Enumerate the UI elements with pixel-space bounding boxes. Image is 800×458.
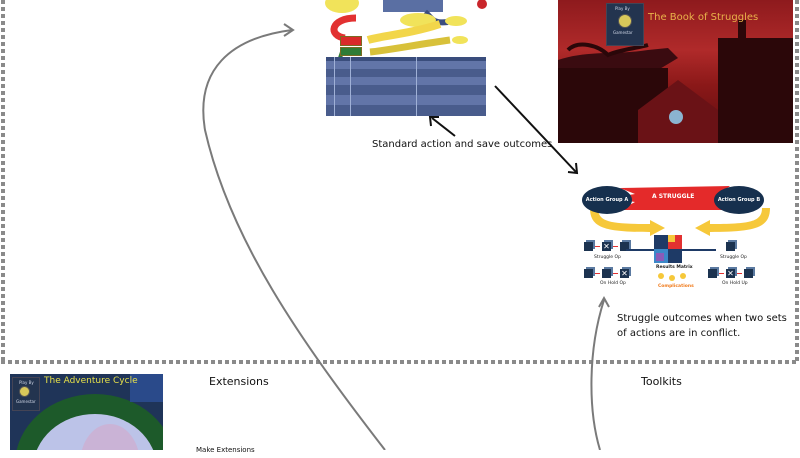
on-hold-op-left-label: On Hold Op xyxy=(600,281,626,286)
action-group-b: Action Group B xyxy=(714,186,764,214)
book-of-struggles-thumbnail[interactable]: Play By Gamestar The Book of Struggles xyxy=(558,0,793,143)
struggle-op-left-label: Struggle Op xyxy=(594,255,621,260)
save-den-box xyxy=(340,47,362,56)
caption-standard-outcomes: Standard action and save outcomes xyxy=(372,139,553,150)
complications-label: Complications xyxy=(658,284,694,289)
on-hold-op-right-label: On Hold Up xyxy=(722,281,748,286)
action-den-box xyxy=(340,36,362,46)
curved-arrow-extensions xyxy=(202,29,386,450)
extensions-heading: Extensions xyxy=(209,375,269,388)
outcomes-table xyxy=(326,57,486,116)
struggle-banner-label: A STRUGGLE xyxy=(652,193,695,200)
make-extensions-text: Make Extensions xyxy=(196,446,255,454)
gamestar-logo: Play By Gamestar xyxy=(606,3,644,46)
adventure-title: The Adventure Cycle xyxy=(44,376,138,386)
arrowhead-icon xyxy=(283,23,295,37)
struggle-banner-art xyxy=(590,186,770,236)
caption-struggle-line2: of actions are in conflict. xyxy=(617,328,741,339)
toolkits-heading: Toolkits xyxy=(641,375,682,388)
struggle-diagram: Action Group A Action Group B A STRUGGLE… xyxy=(580,180,780,295)
arrow-table-to-struggle xyxy=(494,85,577,173)
frame-border-right xyxy=(795,0,799,362)
frame-border-left xyxy=(1,0,5,362)
gamestar-logo: Play By Gamestar xyxy=(12,377,40,411)
book-title: The Book of Struggles xyxy=(648,12,759,23)
standard-outcomes-diagram xyxy=(320,0,488,116)
arrowhead-icon xyxy=(428,116,439,127)
results-matrix-label: Results Matrix xyxy=(656,265,693,270)
frame-border-bottom xyxy=(1,360,799,364)
results-matrix xyxy=(654,235,682,263)
arrowhead-icon xyxy=(567,162,579,175)
arrowhead-icon xyxy=(598,295,610,308)
curved-arrow-toolkits xyxy=(590,299,605,450)
adventure-art xyxy=(16,374,163,450)
action-group-a: Action Group A xyxy=(582,186,632,214)
arrow-caption-to-table xyxy=(431,117,456,137)
adventure-cycle-thumbnail[interactable]: Play By Gamestar The Adventure Cycle xyxy=(10,374,163,450)
book-art xyxy=(558,20,793,143)
struggle-op-right-label: Struggle Op xyxy=(720,255,747,260)
caption-struggle-line1: Struggle outcomes when two sets xyxy=(617,313,787,324)
